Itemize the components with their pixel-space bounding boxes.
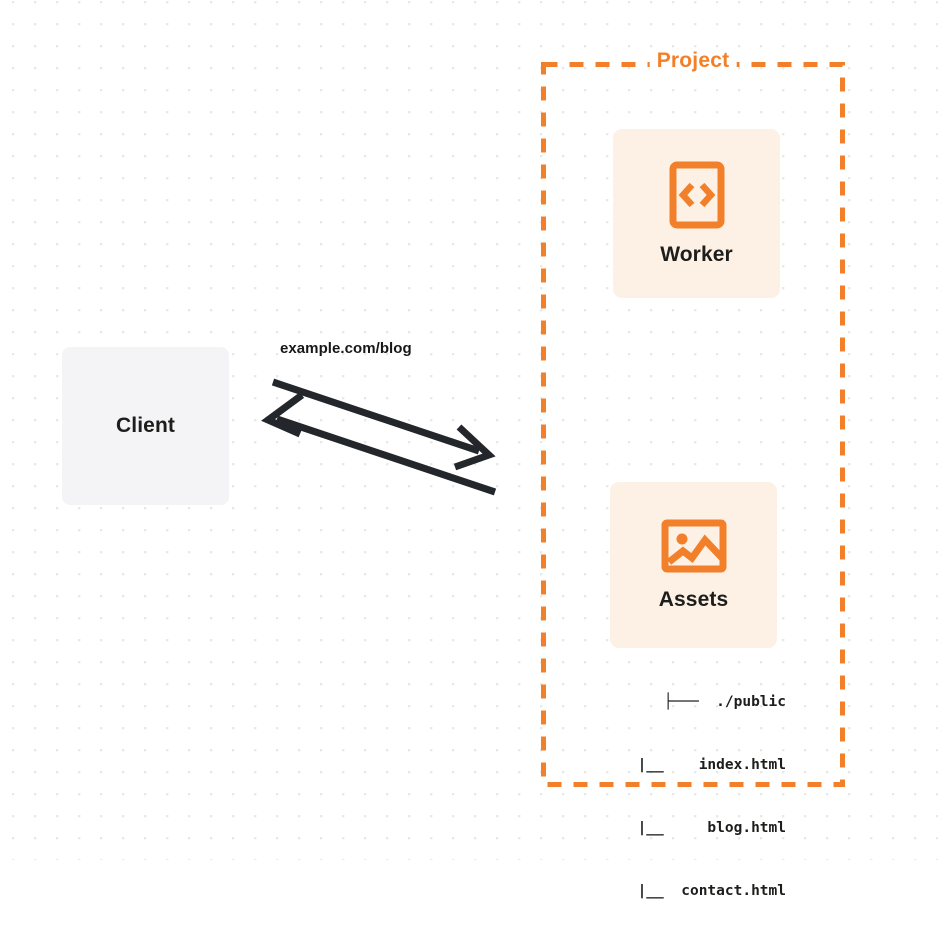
file-tree-row: |__ index.html — [611, 757, 786, 773]
response-arrow-icon — [261, 392, 497, 496]
connection-url-label: example.com/blog — [280, 340, 412, 357]
diagram-canvas: Client example.com/blog Project — [0, 0, 938, 899]
assets-node-label: Assets — [658, 588, 729, 611]
worker-node[interactable]: Worker — [613, 129, 780, 298]
assets-node[interactable]: Assets — [610, 482, 777, 648]
project-container: Project Worker Assets — [541, 49, 845, 899]
client-node[interactable]: Client — [62, 347, 229, 505]
image-picture-icon — [661, 518, 727, 574]
assets-file-tree: ├─── ./public |__ index.html |__ blog.ht… — [586, 650, 786, 944]
code-brackets-icon — [669, 161, 725, 229]
client-node-label: Client — [116, 414, 175, 437]
project-title: Project — [649, 49, 737, 73]
request-arrow-icon — [271, 378, 496, 471]
file-tree-row: |__ blog.html — [611, 820, 786, 836]
file-tree-row: ├─── ./public — [663, 694, 786, 710]
file-tree-row: |__ contact.html — [611, 883, 786, 899]
worker-node-label: Worker — [660, 242, 733, 266]
project-dashed-border — [541, 62, 845, 787]
